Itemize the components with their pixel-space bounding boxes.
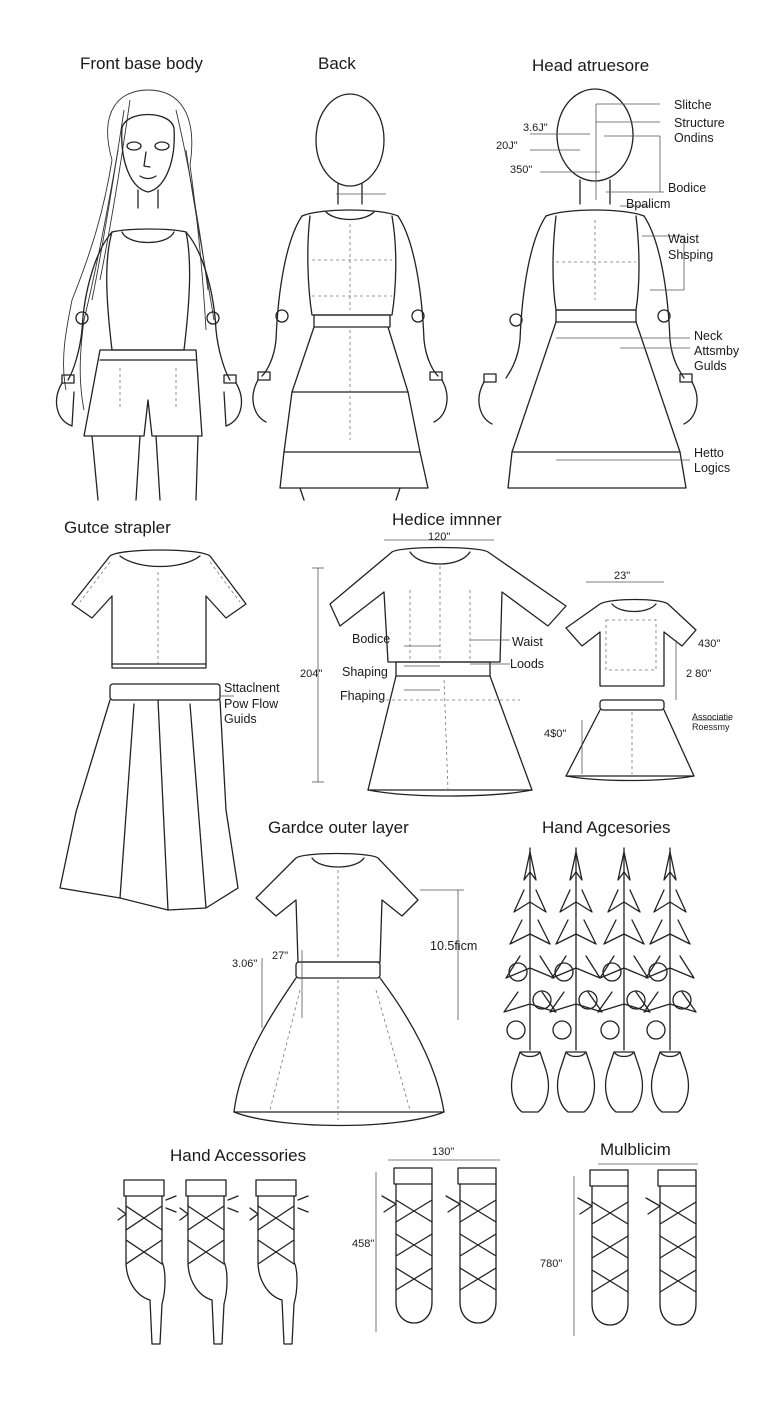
title-back: Back bbox=[318, 54, 356, 73]
head-note-bpalicm: Bpalicm bbox=[626, 197, 671, 211]
head-note-bodice: Bodice bbox=[668, 181, 707, 195]
small-note-acc1: Associatie bbox=[692, 712, 734, 722]
hedice-note-loods: Loods bbox=[510, 657, 545, 671]
title-hand-accessories-bottom: Hand Accessories bbox=[170, 1146, 307, 1165]
boot-dim-h2: 780" bbox=[540, 1258, 563, 1270]
head-note-waist: Waist bbox=[668, 232, 699, 246]
title-outer-layer: Gardce outer layer bbox=[268, 818, 409, 837]
head-note-ondins: Ondins bbox=[674, 131, 714, 145]
title-hand-accessories-top: Hand Agcesories bbox=[542, 818, 671, 837]
hedice-note-waist: Waist bbox=[512, 635, 543, 649]
hand-accessories-vases bbox=[503, 847, 697, 1113]
head-note-hetto: Hetto bbox=[694, 446, 724, 460]
heeled-boots bbox=[117, 1179, 309, 1345]
head-dim-1: 3.6J" bbox=[523, 122, 548, 134]
back-figure bbox=[252, 93, 448, 501]
guide-note-guids: Guids bbox=[224, 712, 257, 726]
head-note-structure: Structure bbox=[674, 116, 725, 130]
lace-boots-middle bbox=[375, 1159, 500, 1332]
head-structure-figure bbox=[478, 88, 698, 489]
title-front-base-body: Front base body bbox=[80, 54, 203, 73]
small-dim-h1: 430" bbox=[698, 638, 721, 650]
lace-boots-right bbox=[573, 1163, 698, 1336]
boot-dim-h1: 458" bbox=[352, 1238, 375, 1250]
hedice-dim-width: 120" bbox=[428, 531, 451, 543]
title-mulblicim: Mulblicim bbox=[600, 1140, 671, 1159]
guide-note-attachment: Sttaclnent bbox=[224, 681, 280, 695]
outer-dim-a: 3.06" bbox=[232, 958, 258, 970]
vase-with-flowers bbox=[503, 847, 557, 1113]
head-note-shsping: Shsping bbox=[668, 248, 714, 262]
head-dim-2: 20J" bbox=[496, 140, 518, 152]
outer-dim-c: 10.5ficm bbox=[430, 939, 478, 953]
title-head-structure: Head atruesore bbox=[532, 56, 650, 75]
title-hedice-inner: Hedice imnner bbox=[392, 510, 502, 529]
hedice-note-fhaping: Fhaping bbox=[340, 689, 386, 703]
hedice-inner-garment bbox=[312, 539, 567, 797]
small-dim-h3: 4$0" bbox=[544, 728, 567, 740]
front-base-body-figure bbox=[55, 89, 243, 501]
guide-note-flow: Pow Flow bbox=[224, 697, 279, 711]
head-dim-3: 350" bbox=[510, 164, 533, 176]
head-note-logics: Logics bbox=[694, 461, 731, 475]
outer-dim-b: 27" bbox=[272, 950, 289, 962]
small-note-acc2: Roessmy bbox=[692, 722, 730, 732]
outer-layer-garment bbox=[233, 852, 464, 1127]
hedice-dim-height: 204" bbox=[300, 668, 323, 680]
head-note-attsmby: Attsmby bbox=[694, 344, 740, 358]
head-note-neck: Neck bbox=[694, 329, 723, 343]
small-dim-width: 23" bbox=[614, 570, 631, 582]
head-note-gulds: Gulds bbox=[694, 359, 727, 373]
small-top-and-skirt bbox=[565, 581, 730, 782]
hedice-note-shaping: Shaping bbox=[342, 665, 388, 679]
head-note-slitche: Slitche bbox=[674, 98, 712, 112]
guide-top-and-skirt bbox=[59, 549, 247, 911]
boot-dim-width: 130" bbox=[432, 1146, 455, 1158]
hedice-note-bodice: Bodice bbox=[352, 632, 391, 646]
small-dim-h2: 2 80" bbox=[686, 668, 712, 680]
title-guide-strapler: Gutce strapler bbox=[64, 518, 171, 537]
